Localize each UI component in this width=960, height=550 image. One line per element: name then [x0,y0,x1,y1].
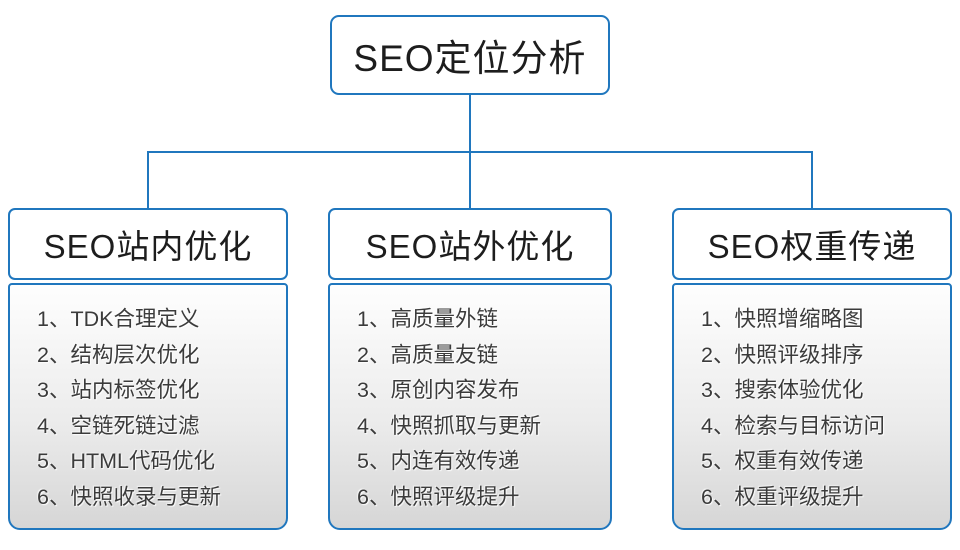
list-item: 6、快照收录与更新 [37,484,221,509]
column-panel-onsite: 1、TDK合理定义 2、结构层次优化 3、站内标签优化 4、空链死链过滤 5、H… [8,283,288,530]
column-panel-weight: 1、快照增缩略图 2、快照评级排序 3、搜索体验优化 4、检索与目标访问 5、权… [672,283,952,530]
list-item: 6、快照评级提升 [357,484,520,509]
connector-middle-vertical [469,151,471,209]
list-item: 5、内连有效传递 [357,449,520,474]
column-title: SEO站外优化 [365,228,575,265]
list-item: 5、权重有效传递 [701,449,864,474]
list-item: 3、原创内容发布 [357,378,520,403]
root-node-title: SEO定位分析 [353,38,587,79]
column-onsite-optimization: SEO站内优化 1、TDK合理定义 2、结构层次优化 3、站内标签优化 4、空链… [8,208,288,530]
list-item: 4、检索与目标访问 [701,413,885,438]
column-weight-transfer: SEO权重传递 1、快照增缩略图 2、快照评级排序 3、搜索体验优化 4、检索与… [672,208,952,530]
column-header-onsite: SEO站内优化 [8,208,288,280]
column-header-offsite: SEO站外优化 [328,208,612,280]
column-title: SEO站内优化 [43,228,253,265]
list-item: 5、HTML代码优化 [37,449,215,474]
list-item: 2、快照评级排序 [701,342,864,367]
list-item: 2、结构层次优化 [37,342,200,367]
list-item: 4、空链死链过滤 [37,413,200,438]
list-item: 3、站内标签优化 [37,378,200,403]
list-item: 1、快照增缩略图 [701,307,864,331]
column-offsite-optimization: SEO站外优化 1、高质量外链 2、高质量友链 3、原创内容发布 4、快照抓取与… [328,208,612,530]
list-item: 4、快照抓取与更新 [357,413,541,438]
list-item: 3、搜索体验优化 [701,378,864,403]
connector-root-vertical [469,95,471,152]
root-node-seo-positioning: SEO定位分析 [330,15,610,95]
column-header-weight: SEO权重传递 [672,208,952,280]
column-title: SEO权重传递 [707,228,917,265]
connector-horizontal-bar [147,151,813,153]
connector-right-vertical [811,151,813,209]
list-item: 6、权重评级提升 [701,484,864,509]
connector-left-vertical [147,151,149,209]
list-item: 2、高质量友链 [357,342,498,367]
column-panel-offsite: 1、高质量外链 2、高质量友链 3、原创内容发布 4、快照抓取与更新 5、内连有… [328,283,612,530]
list-item: 1、TDK合理定义 [37,307,200,331]
list-item: 1、高质量外链 [357,307,498,331]
